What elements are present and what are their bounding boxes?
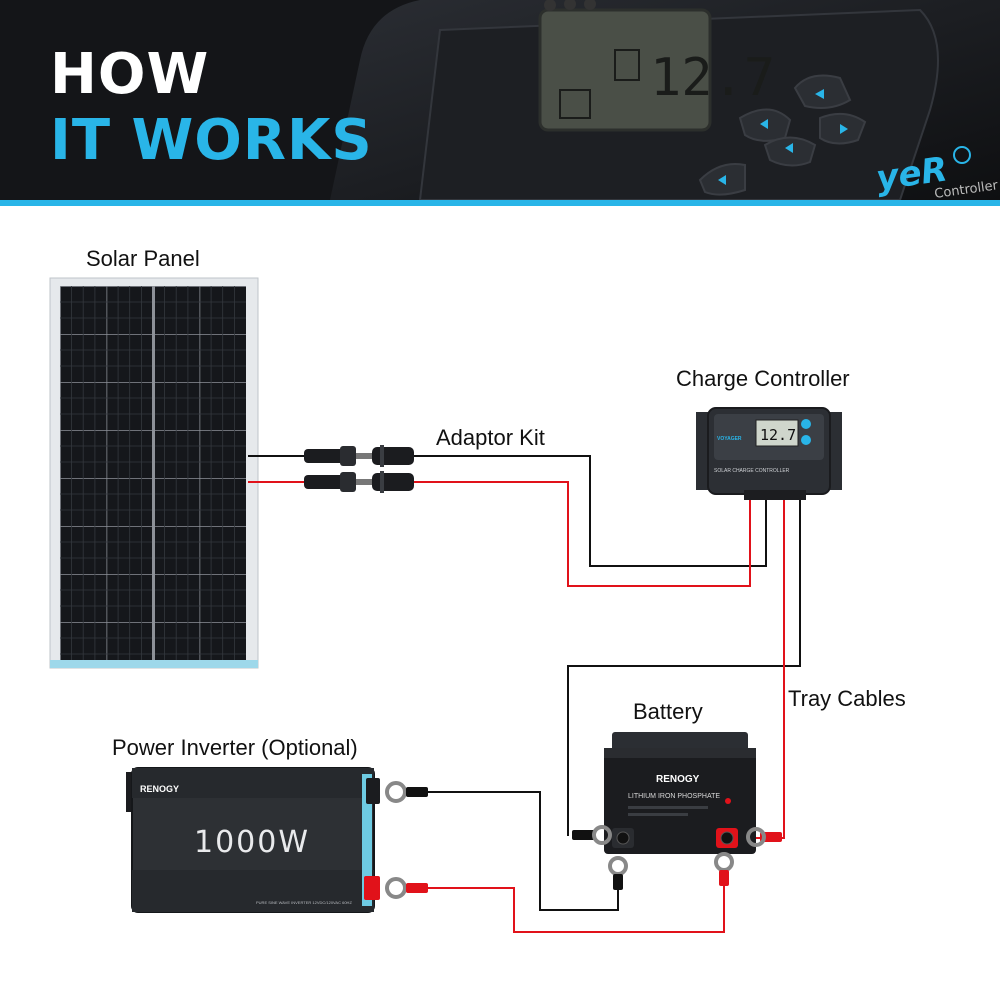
controller-brand: VOYAGER xyxy=(717,436,742,442)
power-inverter: RENOGY 1000W PURE SINE WAVE INVERTER 12V… xyxy=(126,767,380,913)
inverter-negative-wire xyxy=(428,791,619,911)
charge-controller: VOYAGER 12.7 SOLAR CHARGE CONTROLLER xyxy=(696,407,842,500)
adaptor-negative-wire xyxy=(414,455,767,567)
battery-terminal-lugs xyxy=(572,825,782,890)
header-banner: 12.7 yeR Controller HOW IT WORKS xyxy=(0,0,1000,200)
battery: RENOGY LITHIUM IRON PHOSPHATE xyxy=(604,732,756,854)
solar-panel-label: Solar Panel xyxy=(86,246,200,271)
lcd-screen xyxy=(538,8,712,132)
tray-cables-label: Tray Cables xyxy=(788,686,906,711)
adaptor-kit-label: Adaptor Kit xyxy=(436,425,545,450)
controller-lcd-reading: 12.7 xyxy=(760,426,796,444)
wiring-diagram: VOYAGER 12.7 SOLAR CHARGE CONTROLLER REN… xyxy=(49,277,842,933)
mc4-connector-negative xyxy=(304,445,414,467)
inverter-footer: PURE SINE WAVE INVERTER 12VDC/120VAC 60H… xyxy=(256,900,352,905)
inverter-terminal-lugs xyxy=(385,781,428,899)
inverter-brand: RENOGY xyxy=(140,784,179,794)
inverter-positive-wire xyxy=(428,886,725,933)
solar-panel xyxy=(49,277,259,669)
power-inverter-label: Power Inverter (Optional) xyxy=(112,735,358,760)
battery-subtitle: LITHIUM IRON PHOSPHATE xyxy=(628,793,720,800)
title-line-2: IT WORKS xyxy=(50,108,373,173)
adaptor-kit-connectors xyxy=(304,445,414,493)
adaptor-positive-wire xyxy=(414,481,751,587)
inverter-rating: 1000W xyxy=(194,825,310,860)
title-line-1: HOW xyxy=(50,42,210,107)
negative-wires xyxy=(248,455,801,911)
tray-cable-negative xyxy=(567,498,801,836)
battery-label: Battery xyxy=(633,699,703,724)
controller-lcd xyxy=(755,419,799,447)
product-brand-fragment: yeR xyxy=(874,149,950,199)
controller-hero-image: 12.7 yeR Controller xyxy=(330,0,1000,200)
nav-button-down xyxy=(763,136,817,167)
battery-brand: RENOGY xyxy=(656,774,700,785)
mc4-connector-positive xyxy=(304,471,414,493)
controller-subtitle: SOLAR CHARGE CONTROLLER xyxy=(714,468,790,474)
header-accent-bar xyxy=(0,200,1000,206)
charge-controller-label: Charge Controller xyxy=(676,366,850,391)
lcd-reading: 12.7 xyxy=(650,48,775,108)
